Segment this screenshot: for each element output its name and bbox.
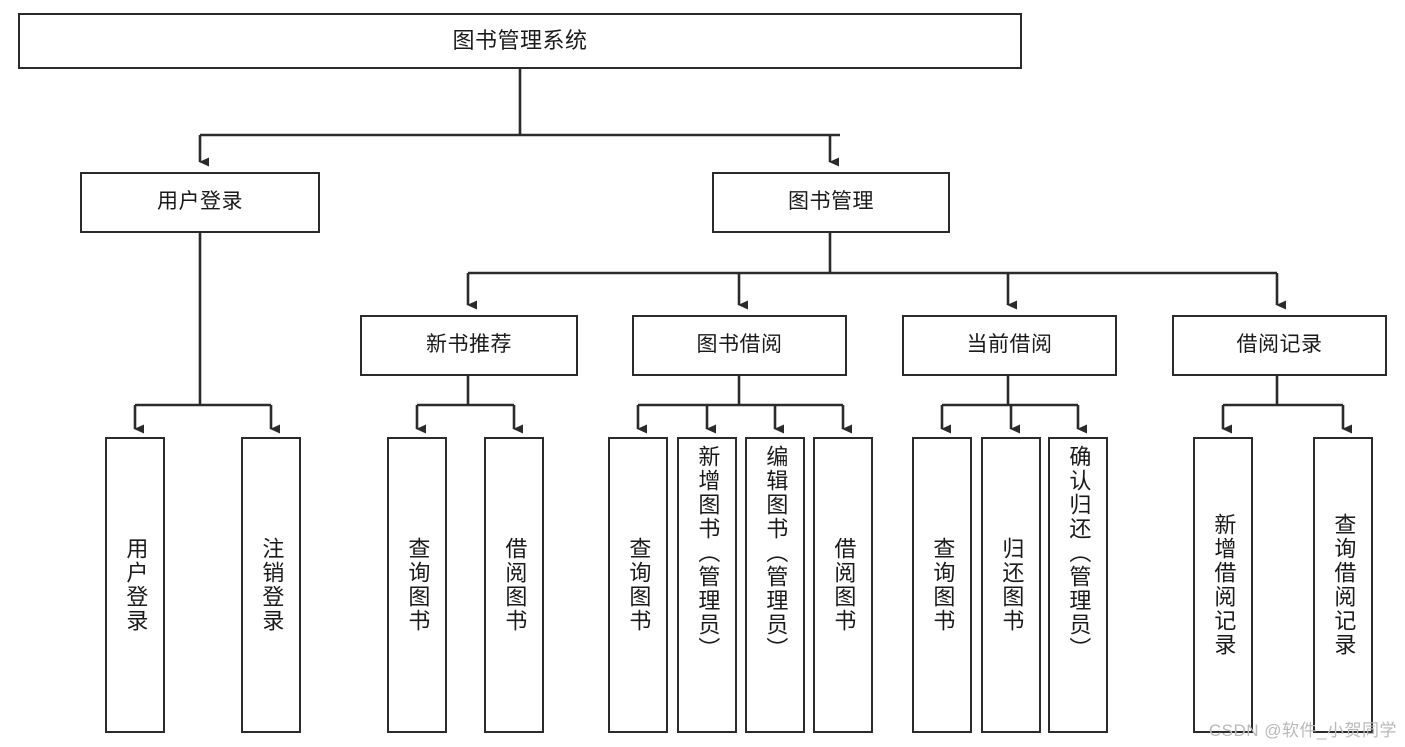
node-label: 查询图书	[626, 537, 652, 633]
edge-root-to-level2	[198, 69, 840, 167]
node-new-book-recommend[interactable]: 新书推荐	[360, 315, 578, 376]
edge-newbook-to-leaves	[415, 376, 523, 434]
node-label: 新书推荐	[426, 333, 512, 357]
node-label: 编辑图书（管理员）	[763, 445, 789, 661]
leaf-query-book-borrow[interactable]: 查询图书	[608, 437, 668, 733]
node-label: 借阅图书	[502, 537, 528, 633]
node-label: 归还图书	[999, 537, 1025, 633]
node-root-library-management-system[interactable]: 图书管理系统	[18, 13, 1022, 69]
watermark: CSDN @软件_小贺同学	[1208, 721, 1397, 740]
node-label: 借阅记录	[1236, 333, 1323, 357]
node-label: 用户登录	[123, 537, 149, 633]
leaf-borrow-book-recommend[interactable]: 借阅图书	[484, 437, 544, 733]
leaf-query-book-current[interactable]: 查询图书	[912, 437, 972, 733]
leaf-borrow-book-borrow[interactable]: 借阅图书	[813, 437, 873, 733]
edge-userlogin-to-leaves	[133, 233, 280, 434]
node-label: 新增图书（管理员）	[695, 445, 721, 661]
node-label: 当前借阅	[966, 333, 1053, 357]
node-label: 图书管理系统	[452, 28, 588, 54]
leaf-confirm-return-admin[interactable]: 确认归还（管理员）	[1048, 437, 1108, 733]
node-label: 确认归还（管理员）	[1066, 445, 1092, 661]
leaf-query-book-recommend[interactable]: 查询图书	[387, 437, 447, 733]
edge-borrowrecord-to-leaves	[1221, 376, 1352, 434]
node-label: 借阅图书	[831, 537, 857, 633]
edge-currentborrow-to-leaves	[940, 376, 1087, 434]
edge-bookmgmt-to-level3	[466, 233, 1286, 310]
node-borrow-record[interactable]: 借阅记录	[1172, 315, 1387, 376]
node-book-borrow[interactable]: 图书借阅	[632, 315, 847, 376]
node-user-login[interactable]: 用户登录	[80, 172, 320, 233]
leaf-return-book[interactable]: 归还图书	[981, 437, 1041, 733]
node-label: 查询图书	[930, 537, 956, 633]
node-current-borrow[interactable]: 当前借阅	[902, 315, 1117, 376]
node-book-management[interactable]: 图书管理	[712, 172, 950, 233]
leaf-edit-book-admin[interactable]: 编辑图书（管理员）	[745, 437, 805, 733]
leaf-add-borrow-record[interactable]: 新增借阅记录	[1193, 437, 1253, 733]
node-label: 图书管理	[788, 190, 874, 214]
node-label: 查询借阅记录	[1331, 513, 1357, 657]
leaf-query-borrow-record[interactable]: 查询借阅记录	[1313, 437, 1373, 733]
node-label: 用户登录	[157, 190, 243, 214]
leaf-user-login[interactable]: 用户登录	[105, 437, 165, 733]
node-label: 查询图书	[405, 537, 431, 633]
edge-bookborrow-to-leaves	[636, 376, 852, 434]
node-label: 图书借阅	[696, 333, 783, 357]
leaf-add-book-admin[interactable]: 新增图书（管理员）	[677, 437, 737, 733]
node-label: 新增借阅记录	[1211, 513, 1237, 657]
node-label: 注销登录	[259, 537, 285, 633]
leaf-user-logout[interactable]: 注销登录	[241, 437, 301, 733]
